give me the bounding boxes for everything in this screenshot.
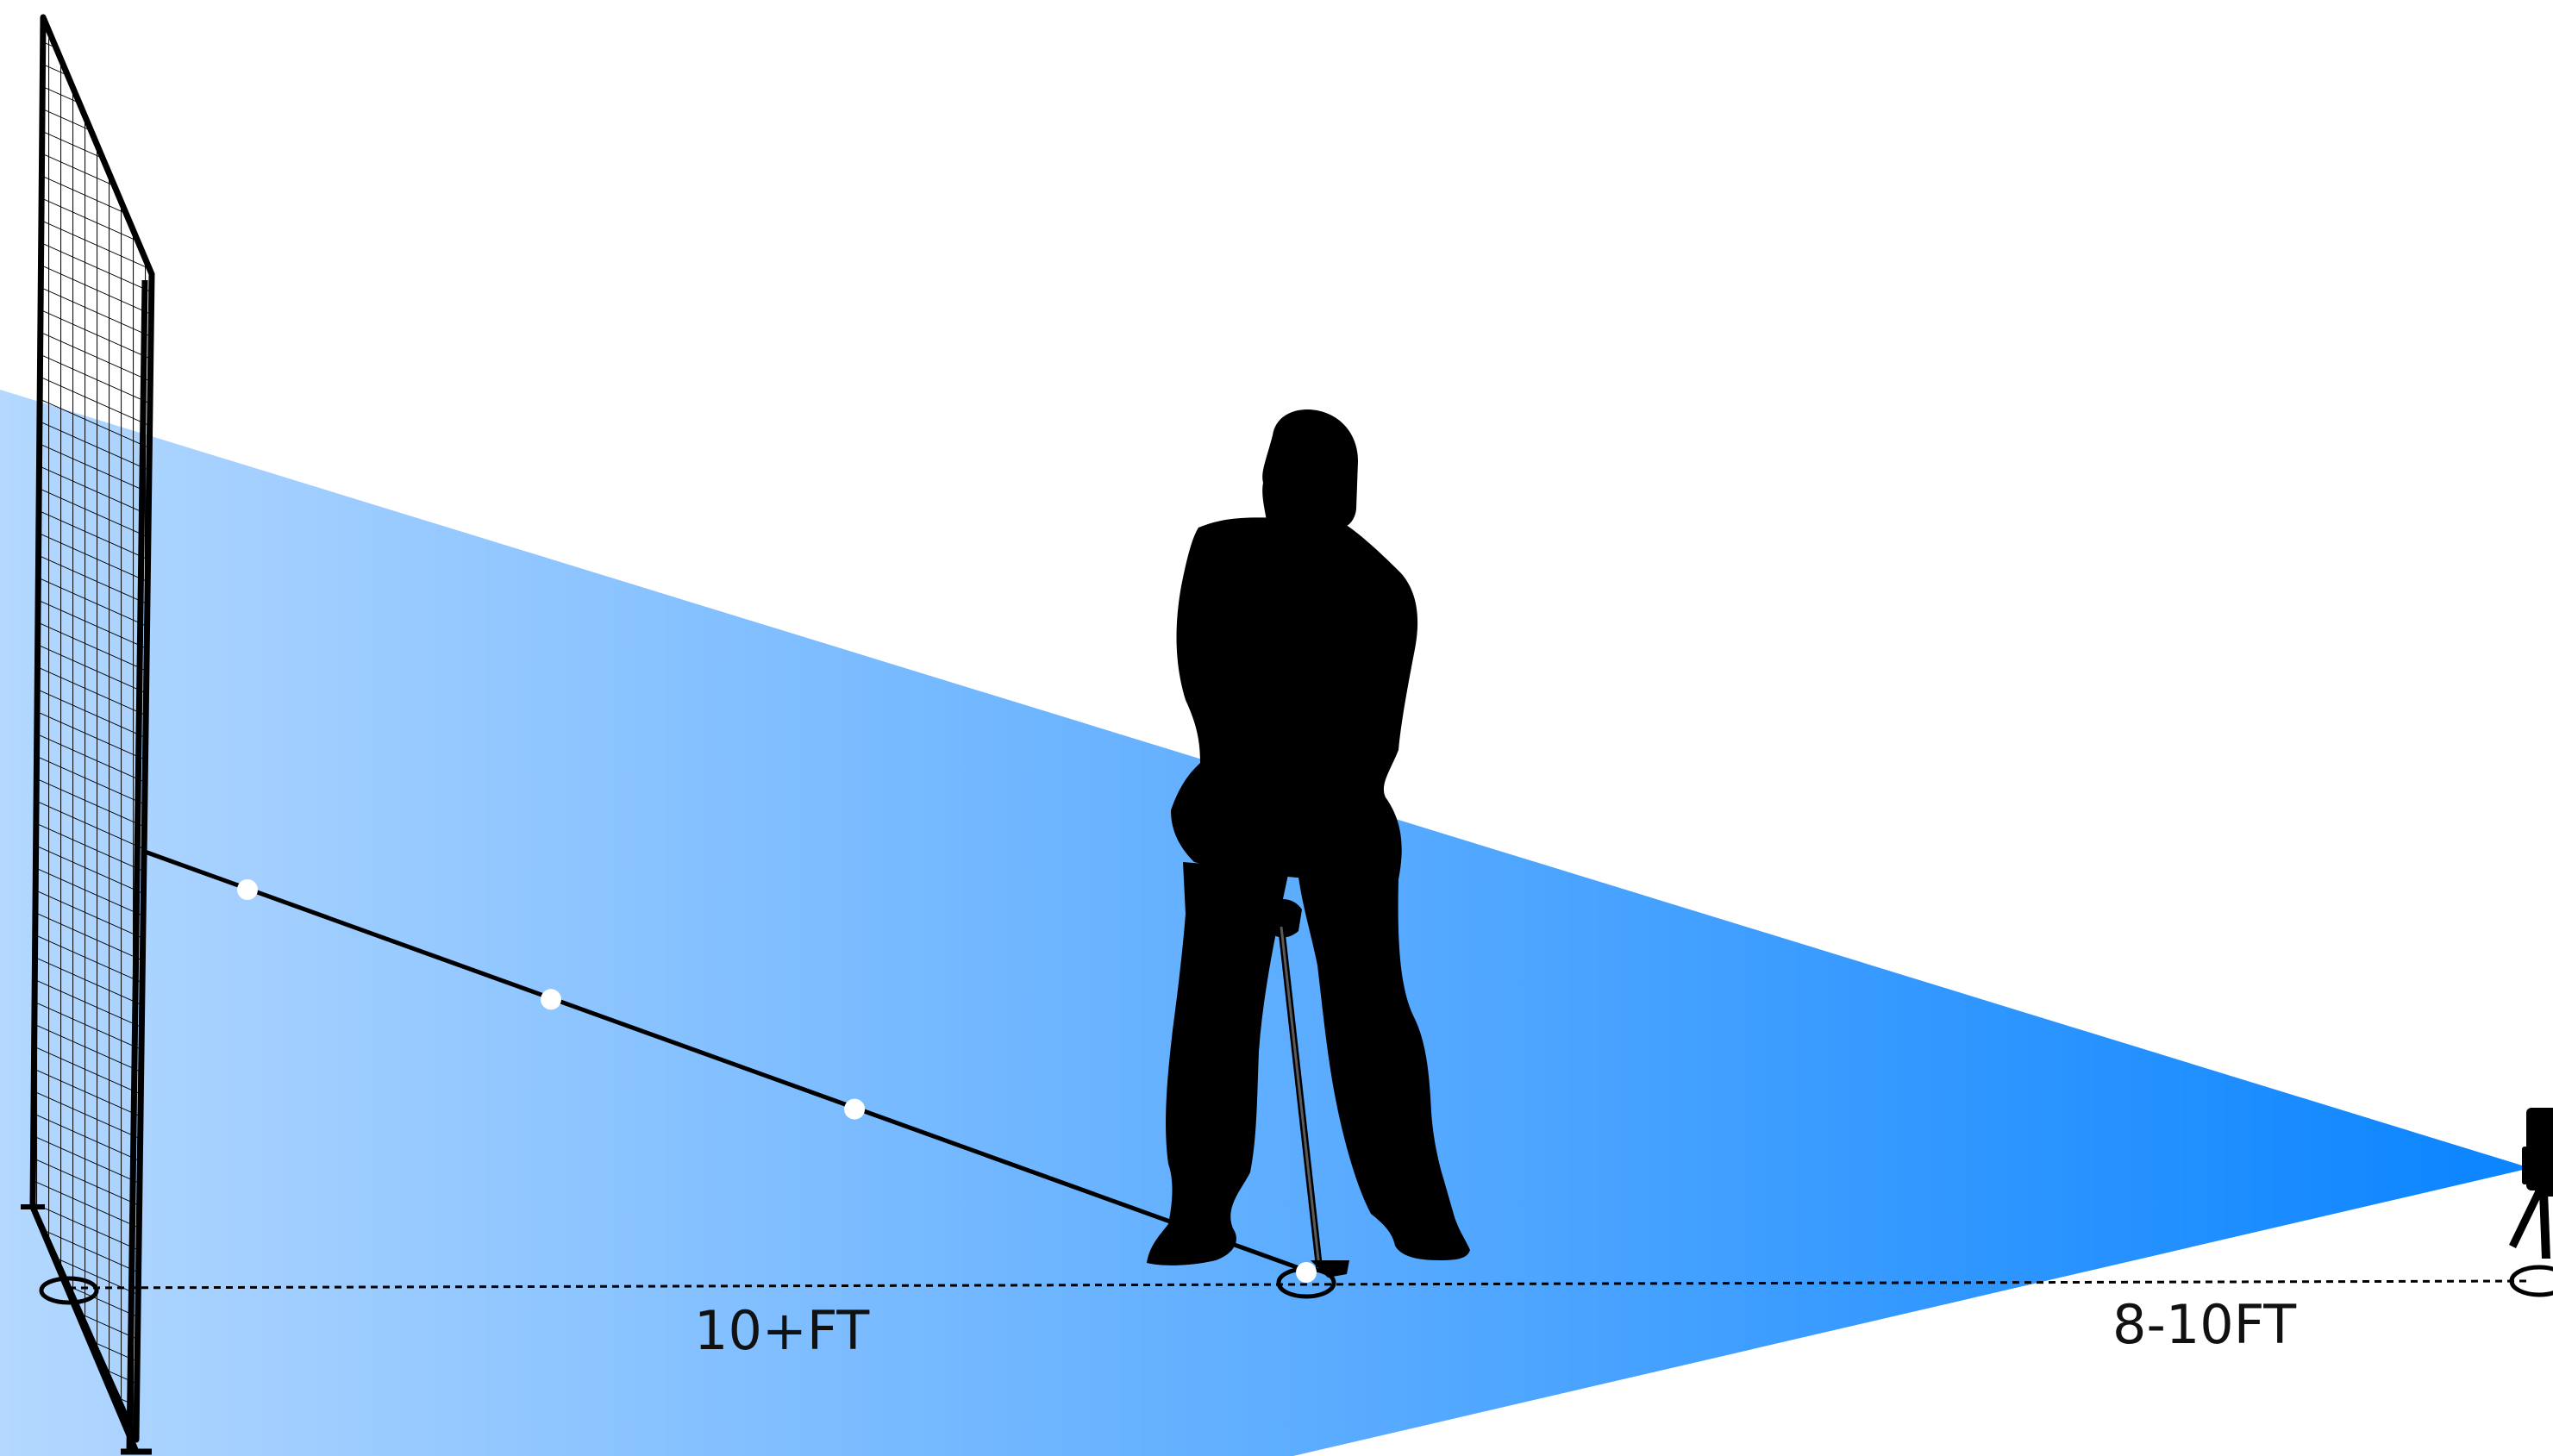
distance-label-golfer-to-camera: 8-10FT xyxy=(2112,1293,2297,1356)
net-mesh xyxy=(33,26,152,1440)
net-frame-front-post xyxy=(126,279,148,1453)
hitting-net-icon xyxy=(21,14,155,1455)
trajectory-marker xyxy=(541,989,561,1010)
trajectory-markers xyxy=(237,879,866,1120)
trajectory-marker xyxy=(237,879,258,900)
trajectory-marker xyxy=(844,1098,866,1120)
golf-club-icon xyxy=(1278,926,1349,1278)
camera-ground-marker xyxy=(2509,1265,2553,1297)
distance-label-net-to-golfer: 10+FT xyxy=(694,1299,870,1362)
camera-on-tripod-icon xyxy=(2509,1108,2553,1259)
net-frame xyxy=(29,14,155,1443)
net-leg xyxy=(29,1205,140,1453)
golfer-silhouette-icon xyxy=(1147,409,1470,1265)
net-ground-marker xyxy=(39,1276,99,1305)
ball-trajectory xyxy=(144,849,1307,1273)
trajectory-line xyxy=(144,849,1307,1273)
golf-ball xyxy=(1296,1262,1317,1283)
